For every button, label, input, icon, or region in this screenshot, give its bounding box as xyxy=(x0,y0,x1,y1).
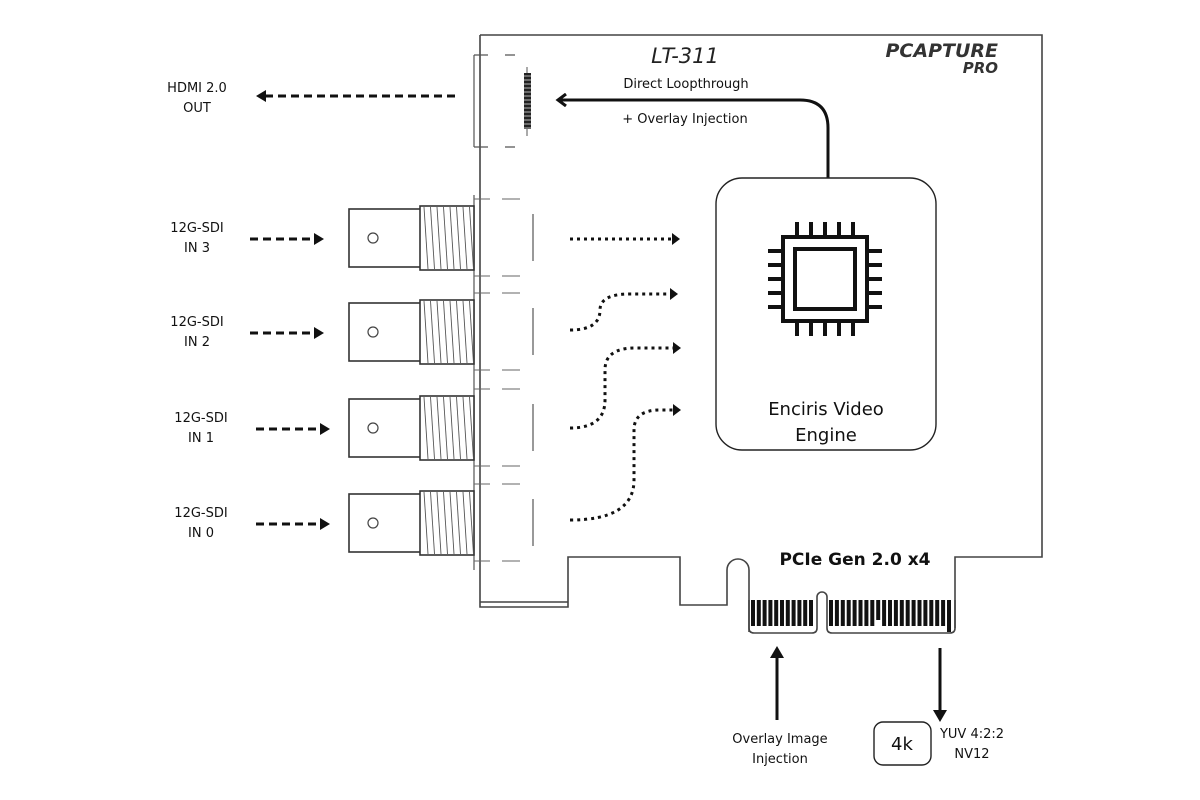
sdi-input-label-1: 12G-SDI xyxy=(174,506,227,521)
bnc-connector xyxy=(348,299,475,365)
signal-path-arrow xyxy=(569,346,676,430)
brand-name: PCAPTURE xyxy=(886,40,999,62)
loopthrough-arrow xyxy=(558,100,830,178)
output-arrowhead xyxy=(933,710,947,722)
brand-sub: PRO xyxy=(963,59,999,77)
resolution-badge-label: 4k xyxy=(891,734,913,755)
sdi-input-3: 12G-SDI IN 0 xyxy=(174,404,681,562)
hdmi-out-label-1: HDMI 2.0 xyxy=(167,81,227,96)
hdmi-port xyxy=(524,67,531,136)
sdi-input-arrowhead xyxy=(320,423,330,435)
overlay-injection-arrowhead xyxy=(770,646,784,658)
sdi-input-label-2: IN 0 xyxy=(188,526,214,541)
overlay-injection-label-1: Overlay Image xyxy=(732,732,827,747)
sdi-input-arrowhead xyxy=(314,327,324,339)
signal-path-arrowhead xyxy=(673,342,681,354)
signal-path-arrow xyxy=(569,292,672,332)
sdi-input-label-2: IN 3 xyxy=(184,241,210,256)
sdi-input-0: 12G-SDI IN 3 xyxy=(170,198,680,277)
resolution-badge xyxy=(873,721,932,766)
sdi-input-2: 12G-SDI IN 1 xyxy=(174,342,681,467)
loopthrough-label-2: + Overlay Injection xyxy=(622,112,747,127)
sdi-input-label-1: 12G-SDI xyxy=(170,221,223,236)
output-format-label-1: YUV 4:2:2 xyxy=(939,727,1004,742)
video-engine-box: Enciris Video Engine xyxy=(715,177,937,451)
loopthrough-label-1: Direct Loopthrough xyxy=(623,77,748,92)
cpu-chip-icon xyxy=(768,222,882,336)
sdi-input-label-2: IN 1 xyxy=(188,431,214,446)
pcie-fingers-right xyxy=(829,600,951,632)
engine-label-2: Engine xyxy=(795,425,857,446)
sdi-input-1: 12G-SDI IN 2 xyxy=(170,288,678,371)
bnc-connector xyxy=(348,490,475,556)
pcie-fingers-left xyxy=(751,600,813,626)
signal-path-arrowhead xyxy=(672,233,680,245)
hdmi-out-arrowhead xyxy=(256,90,266,102)
pcie-label: PCIe Gen 2.0 x4 xyxy=(779,550,930,570)
overlay-injection-label-2: Injection xyxy=(752,752,808,767)
card-model: LT-311 xyxy=(651,44,719,68)
sdi-input-label-2: IN 2 xyxy=(184,335,210,350)
signal-path-arrowhead xyxy=(670,288,678,300)
sdi-input-arrowhead xyxy=(320,518,330,530)
pcie-connector xyxy=(748,591,956,634)
signal-path-arrow xyxy=(569,408,676,522)
bnc-connector xyxy=(348,395,475,461)
sdi-input-label-1: 12G-SDI xyxy=(170,315,223,330)
sdi-input-label-1: 12G-SDI xyxy=(174,411,227,426)
sdi-input-arrowhead xyxy=(314,233,324,245)
engine-label-1: Enciris Video xyxy=(768,399,884,420)
bnc-connector xyxy=(348,205,475,271)
output-format-label-2: NV12 xyxy=(954,747,989,762)
hdmi-out-label-2: OUT xyxy=(183,101,211,116)
signal-path-arrowhead xyxy=(673,404,681,416)
